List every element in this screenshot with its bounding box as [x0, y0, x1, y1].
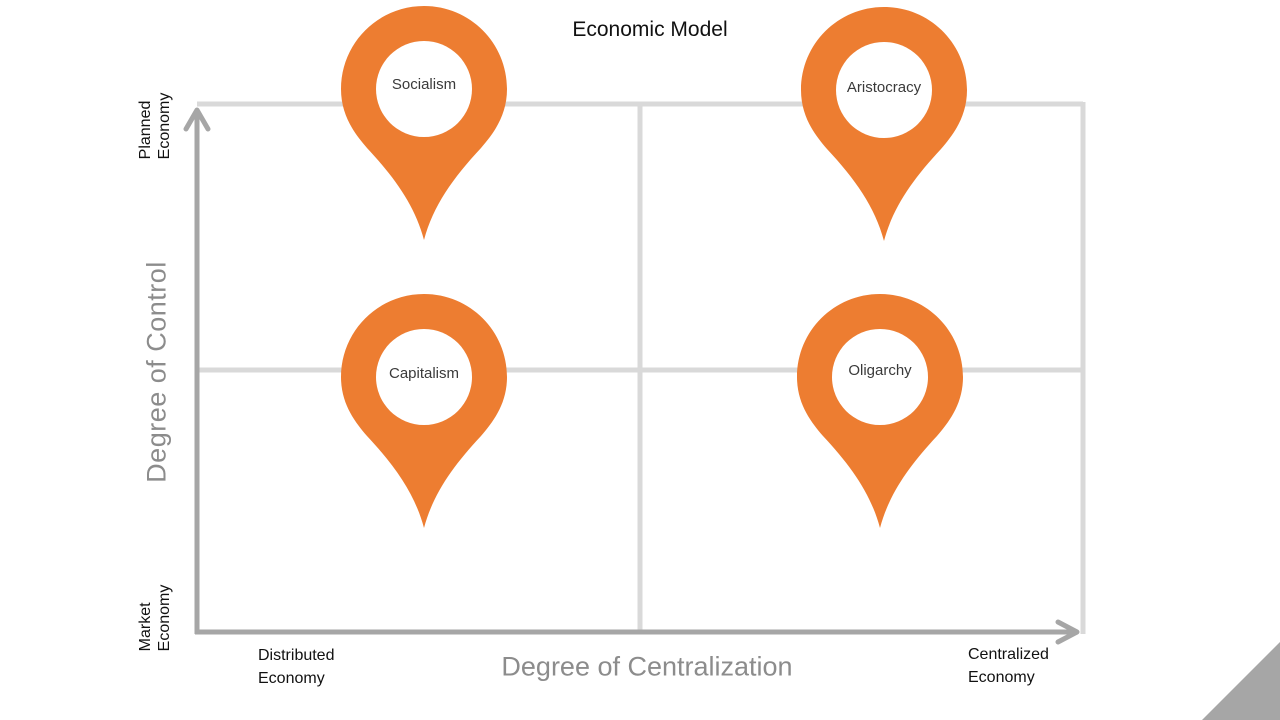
y-axis-bottom-label: Market Economy [136, 585, 174, 652]
y-axis-title: Degree of Control [141, 261, 172, 483]
pin-socialism: Socialism [341, 6, 507, 242]
y-bottom-line-1: Market [137, 602, 154, 652]
x-axis-right-label: Centralized Economy [968, 643, 1049, 689]
x-left-line-2: Economy [258, 670, 325, 687]
y-axis-arrowhead [183, 107, 211, 132]
map-pin-icon [341, 6, 507, 240]
map-pin-icon [801, 7, 967, 241]
x-right-line-1: Centralized [968, 646, 1049, 663]
y-axis-top-label: Planned Economy [136, 93, 174, 160]
x-axis-left-label: Distributed Economy [258, 644, 334, 690]
map-pin-icon [341, 294, 507, 528]
pin-label-capitalism: Capitalism [388, 365, 460, 382]
x-left-line-1: Distributed [258, 647, 335, 664]
pin-label-aristocracy: Aristocracy [846, 79, 922, 96]
y-top-line-1: Planned [137, 100, 154, 160]
map-pin-icon [797, 294, 963, 528]
x-right-line-2: Economy [968, 669, 1035, 686]
x-axis-title: Degree of Centralization [501, 651, 793, 682]
y-bottom-line-2: Economy [156, 584, 173, 652]
pin-label-oligarchy: Oligarchy [848, 362, 912, 379]
pin-aristocracy: Aristocracy [801, 7, 967, 243]
pin-oligarchy: Oligarchy [797, 294, 963, 530]
y-top-line-2: Economy [156, 92, 173, 160]
pin-label-socialism: Socialism [391, 76, 457, 93]
pin-capitalism: Capitalism [341, 294, 507, 530]
page-title: Economic Model [572, 18, 728, 41]
x-axis-arrowhead [1055, 619, 1080, 645]
